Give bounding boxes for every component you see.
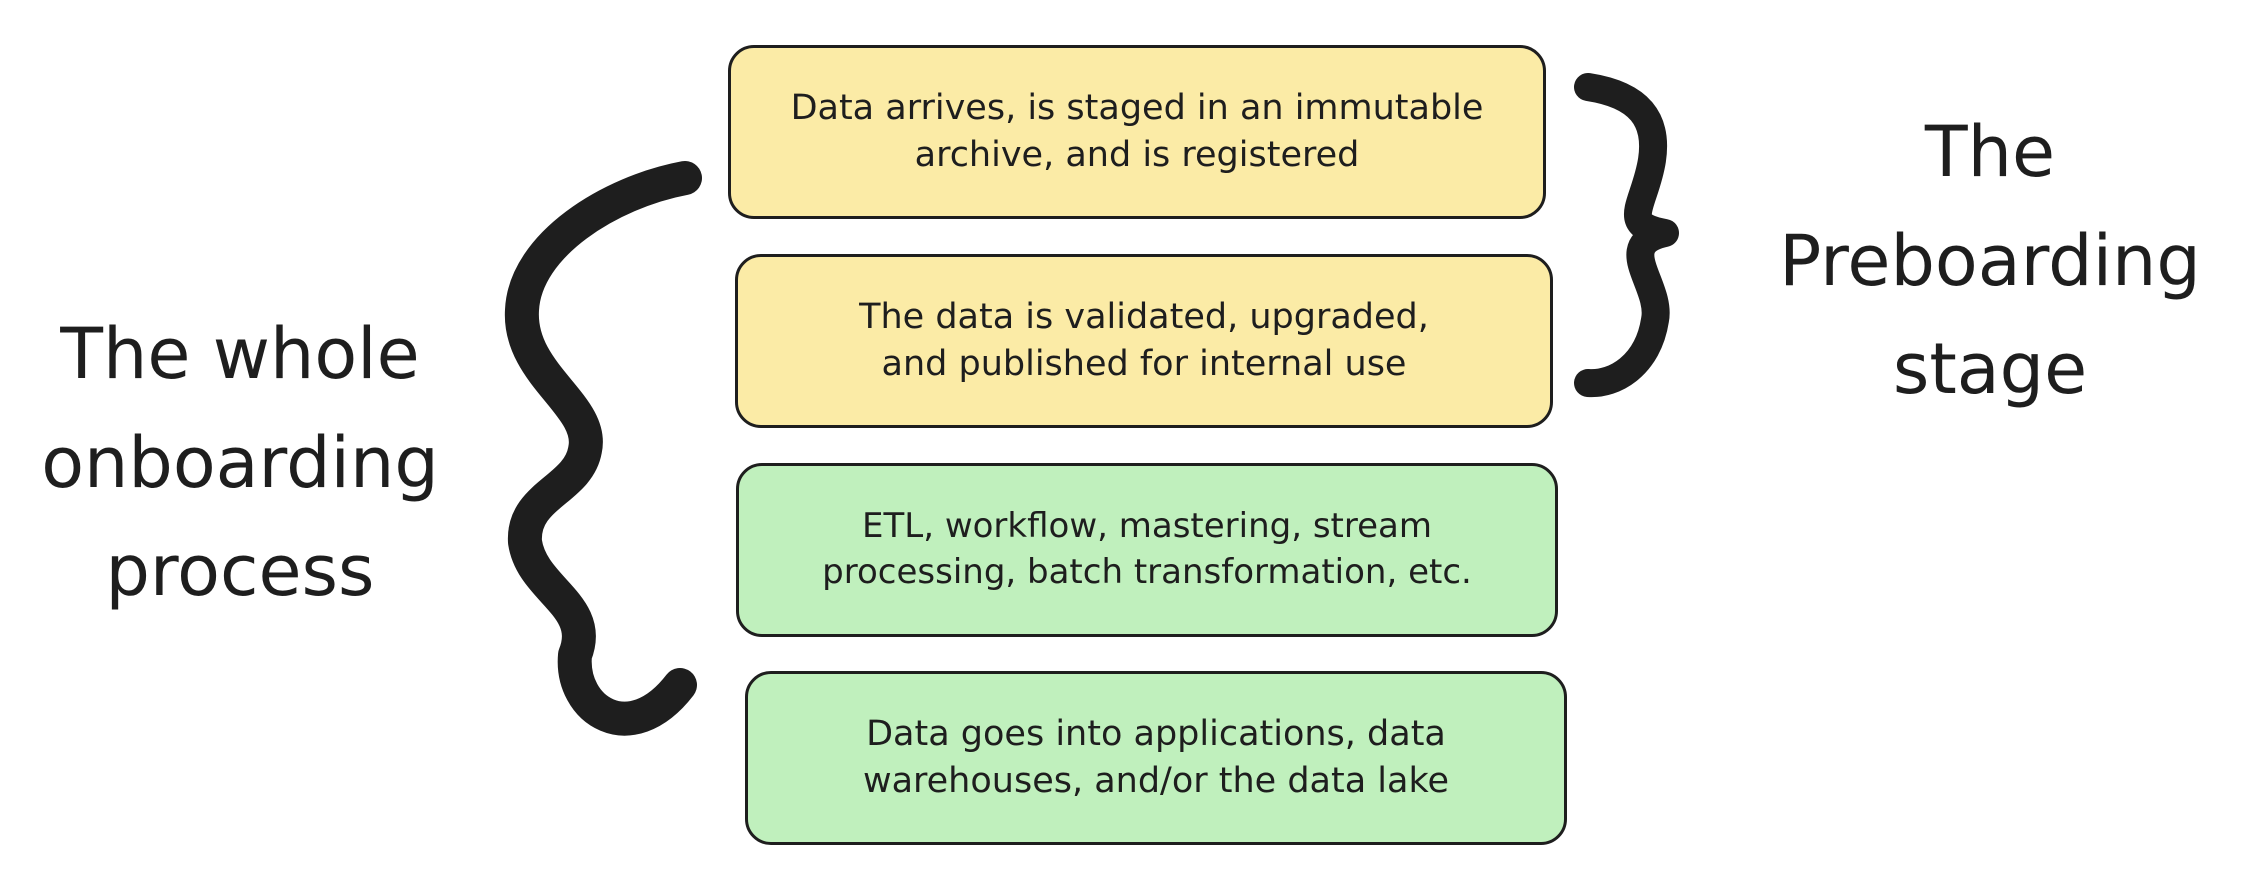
preboarding-brace bbox=[1574, 73, 1679, 398]
preboarding-stage-label: The Preboarding stage bbox=[1779, 111, 2201, 410]
whole-onboarding-label: The whole onboarding process bbox=[41, 313, 439, 612]
staging-archive-box: Data arrives, is staged in an immutable … bbox=[728, 45, 1546, 219]
whole-process-brace bbox=[504, 161, 702, 736]
validation-box: The data is validated, upgraded, and pub… bbox=[735, 254, 1553, 428]
destination-box: Data goes into applications, data wareho… bbox=[745, 671, 1567, 845]
processing-box: ETL, workflow, mastering, stream process… bbox=[736, 463, 1558, 637]
